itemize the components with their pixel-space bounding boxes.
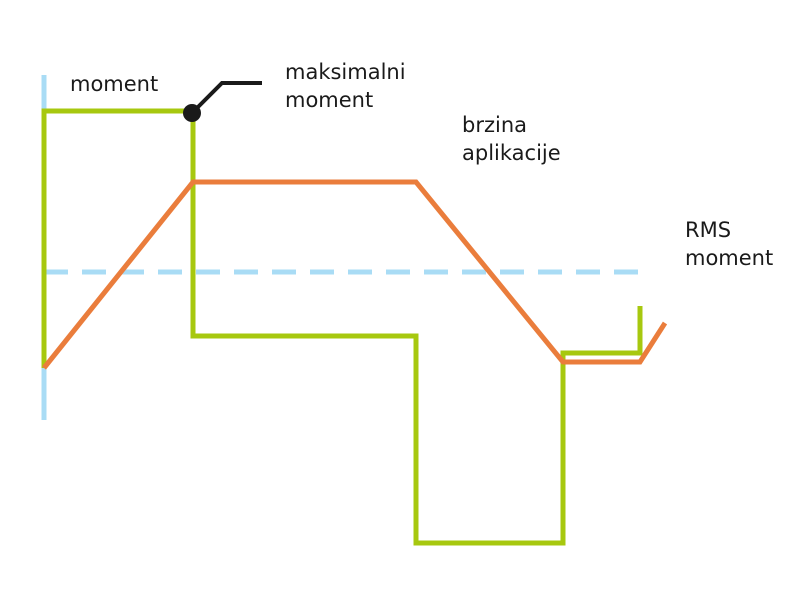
speed-curve bbox=[42, 179, 668, 370]
moment-curve bbox=[41, 108, 643, 546]
speed-label-line1: brzina bbox=[462, 113, 527, 137]
max-moment-label: maksimalni moment bbox=[285, 58, 406, 114]
moment-label: moment bbox=[70, 72, 159, 96]
speed-label: brzina aplikacije bbox=[462, 111, 561, 167]
speed-label-line2: aplikacije bbox=[462, 141, 561, 165]
max-moment-label-line2: moment bbox=[285, 88, 374, 112]
max-moment-leader-line bbox=[190, 81, 262, 115]
max-moment-label-line1: maksimalni bbox=[285, 60, 406, 84]
rms-label-line1: RMS bbox=[685, 218, 732, 242]
rms-label-line2: moment bbox=[685, 246, 774, 270]
max-moment-marker bbox=[183, 104, 201, 122]
rms-moment-label: RMS moment bbox=[685, 216, 773, 272]
